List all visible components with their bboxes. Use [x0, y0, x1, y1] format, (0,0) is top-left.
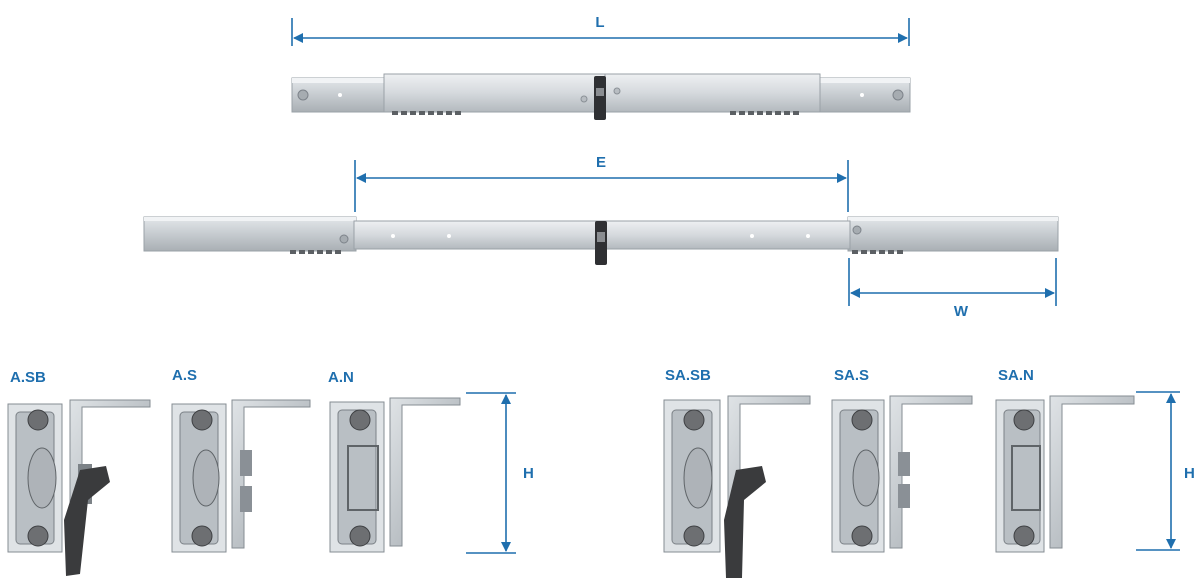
dimension-height-left [466, 392, 516, 554]
dimension-length [291, 18, 910, 46]
dimension-label-extension: E [596, 154, 606, 171]
dimension-height-right [1136, 391, 1180, 551]
cross-section-a-n [329, 397, 461, 553]
profile-label-sa-n: SA.N [998, 367, 1034, 384]
dimension-stroke [848, 258, 1057, 306]
cross-section-sa-sb [663, 395, 811, 578]
slide-closed [291, 73, 911, 120]
profile-label-a-n: A.N [328, 369, 354, 386]
cross-section-sa-n [995, 395, 1135, 553]
profile-label-sa-sb: SA.SB [665, 367, 711, 384]
cross-section-sa-s [831, 395, 973, 553]
dimension-label-height-left: H [523, 465, 534, 482]
dimension-extension [354, 160, 849, 212]
dimension-label-stroke: W [954, 303, 969, 320]
profile-label-a-s: A.S [172, 367, 197, 384]
profile-label-sa-s: SA.S [834, 367, 869, 384]
dimension-label-height-right: H [1184, 465, 1194, 482]
slide-extended [143, 216, 1059, 265]
cross-section-a-s [171, 399, 311, 553]
profile-label-a-sb: A.SB [10, 369, 46, 386]
dimension-label-length: L [595, 14, 604, 31]
cross-section-a-sb [7, 399, 151, 576]
